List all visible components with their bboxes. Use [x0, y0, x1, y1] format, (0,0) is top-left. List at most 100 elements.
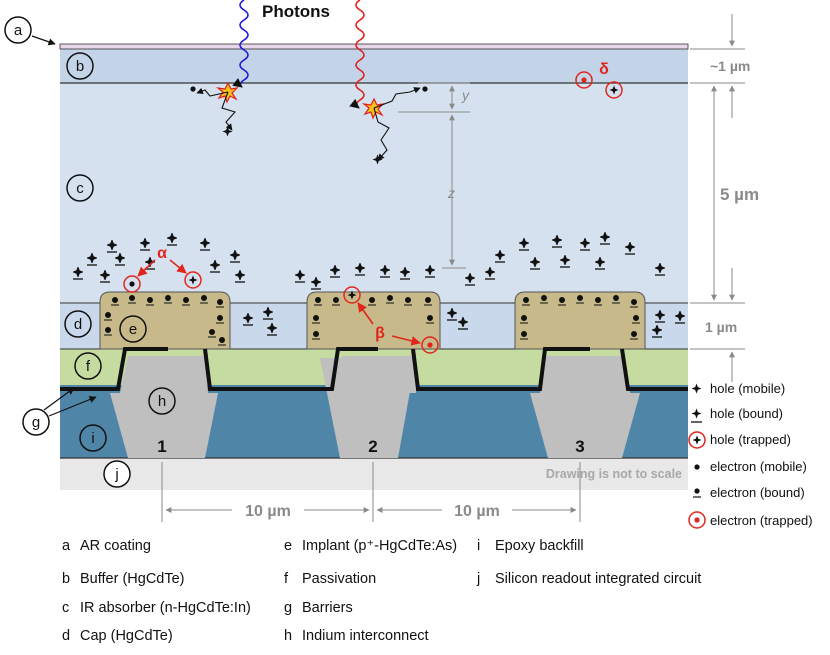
scale-note: Drawing is not to scale — [546, 467, 682, 481]
legend-item-electron-trapped: electron (trapped) — [688, 511, 813, 529]
svg-text:j: j — [114, 466, 118, 483]
indium-neck-2 — [330, 356, 416, 393]
svg-text:a: a — [14, 22, 23, 39]
buffer-layer — [60, 49, 688, 83]
photons-label: Photons — [262, 2, 330, 21]
callout-a: a — [4, 16, 56, 46]
implant-3 — [514, 291, 646, 350]
callout-i: i — [79, 424, 107, 452]
pixel-number-1: 1 — [157, 437, 166, 456]
hole-mobile-icon — [691, 383, 702, 394]
electron-trapped-icon — [688, 511, 706, 529]
absorber-layer — [60, 83, 688, 303]
legend-item-electron-mobile: electron (mobile) — [694, 459, 807, 474]
trapped-hole-alpha — [184, 271, 202, 289]
callout-f: f — [74, 352, 102, 380]
svg-text:i: i — [91, 430, 94, 447]
carrier-electron-mobile — [190, 86, 196, 92]
pitch-dimension-lines — [161, 462, 581, 522]
svg-text:electron (bound): electron (bound) — [710, 485, 805, 500]
beta-arrow-up — [357, 302, 374, 325]
dimension-cap-label: 1 µm — [705, 319, 737, 335]
z-label: z — [447, 185, 455, 201]
callout-d: d — [64, 310, 92, 338]
svg-text:d: d — [74, 316, 82, 333]
legend-item-hole-bound: hole (bound) — [691, 406, 783, 423]
pitch-label-left: 10 µm — [245, 503, 291, 520]
indium-interconnect-1 — [110, 393, 218, 458]
callout-e: e — [119, 315, 147, 343]
svg-text:hole (mobile): hole (mobile) — [710, 381, 785, 396]
hole-trapped-icon — [688, 431, 706, 449]
indium-neck-3 — [540, 356, 630, 393]
callout-c: c — [66, 174, 94, 202]
random-walk-paths — [196, 87, 421, 161]
svg-text:hole (trapped): hole (trapped) — [710, 432, 791, 447]
trapped-hole-beta — [343, 286, 361, 304]
pitch-label-right: 10 µm — [454, 503, 500, 520]
legend-item-electron-bound: electron (bound) — [693, 485, 805, 500]
barriers — [60, 347, 688, 391]
svg-text:electron (trapped): electron (trapped) — [710, 513, 813, 528]
dimension-absorber-label: 5 µm — [720, 185, 759, 204]
pixel-number-3: 3 — [575, 437, 584, 456]
y-label: y — [461, 87, 470, 103]
callout-h: h — [148, 387, 176, 415]
svg-text:e: e — [129, 321, 137, 338]
hole-bound-icon — [691, 408, 702, 419]
electron-mobile-icon — [694, 464, 700, 470]
y-z-dimension-lines — [398, 82, 470, 269]
delta-label: δ — [599, 61, 609, 78]
thickness-dimension-lines — [690, 14, 745, 382]
beta-arrow-down — [391, 335, 421, 346]
ar-coating-layer — [59, 43, 689, 50]
carrier-electron-mobile — [422, 86, 428, 92]
svg-text:g: g — [32, 414, 40, 431]
legend-item-hole-mobile: hole (mobile) — [691, 381, 785, 396]
pixel-number-2: 2 — [368, 437, 377, 456]
indium-interconnect-3 — [530, 393, 640, 458]
trapped-hole-delta — [605, 81, 623, 99]
svg-text:f: f — [86, 358, 91, 375]
svg-text:hole (bound): hole (bound) — [710, 406, 783, 421]
alpha-arrow-right — [169, 259, 187, 274]
implant-1 — [99, 291, 231, 350]
bound-electrons-implants — [104, 295, 640, 346]
trapped-electron-alpha — [123, 275, 141, 293]
legend: hole (mobile) hole (bound) hole (trapped… — [688, 381, 813, 529]
bound-holes-absorber — [73, 232, 685, 338]
indium-neck-1 — [120, 356, 208, 393]
alpha-label: α — [157, 245, 167, 262]
photon-red-wave — [349, 0, 365, 109]
svg-text:h: h — [158, 393, 166, 410]
svg-text:c: c — [76, 180, 84, 197]
photon-blue-wave — [232, 0, 249, 88]
alpha-arrow-left — [137, 259, 156, 277]
beta-label: β — [375, 325, 385, 342]
svg-text:electron (mobile): electron (mobile) — [710, 459, 807, 474]
callout-b: b — [66, 52, 94, 80]
dimension-buffer-label: ~1 µm — [710, 58, 750, 74]
trapped-electron-delta — [575, 71, 593, 89]
trapped-electron-beta — [421, 336, 439, 354]
silicon-roic-layer — [60, 458, 688, 490]
legend-item-hole-trapped: hole (trapped) — [688, 431, 791, 449]
callout-j: j — [103, 460, 131, 488]
electron-bound-icon — [694, 488, 700, 494]
callout-g: g — [22, 387, 97, 436]
